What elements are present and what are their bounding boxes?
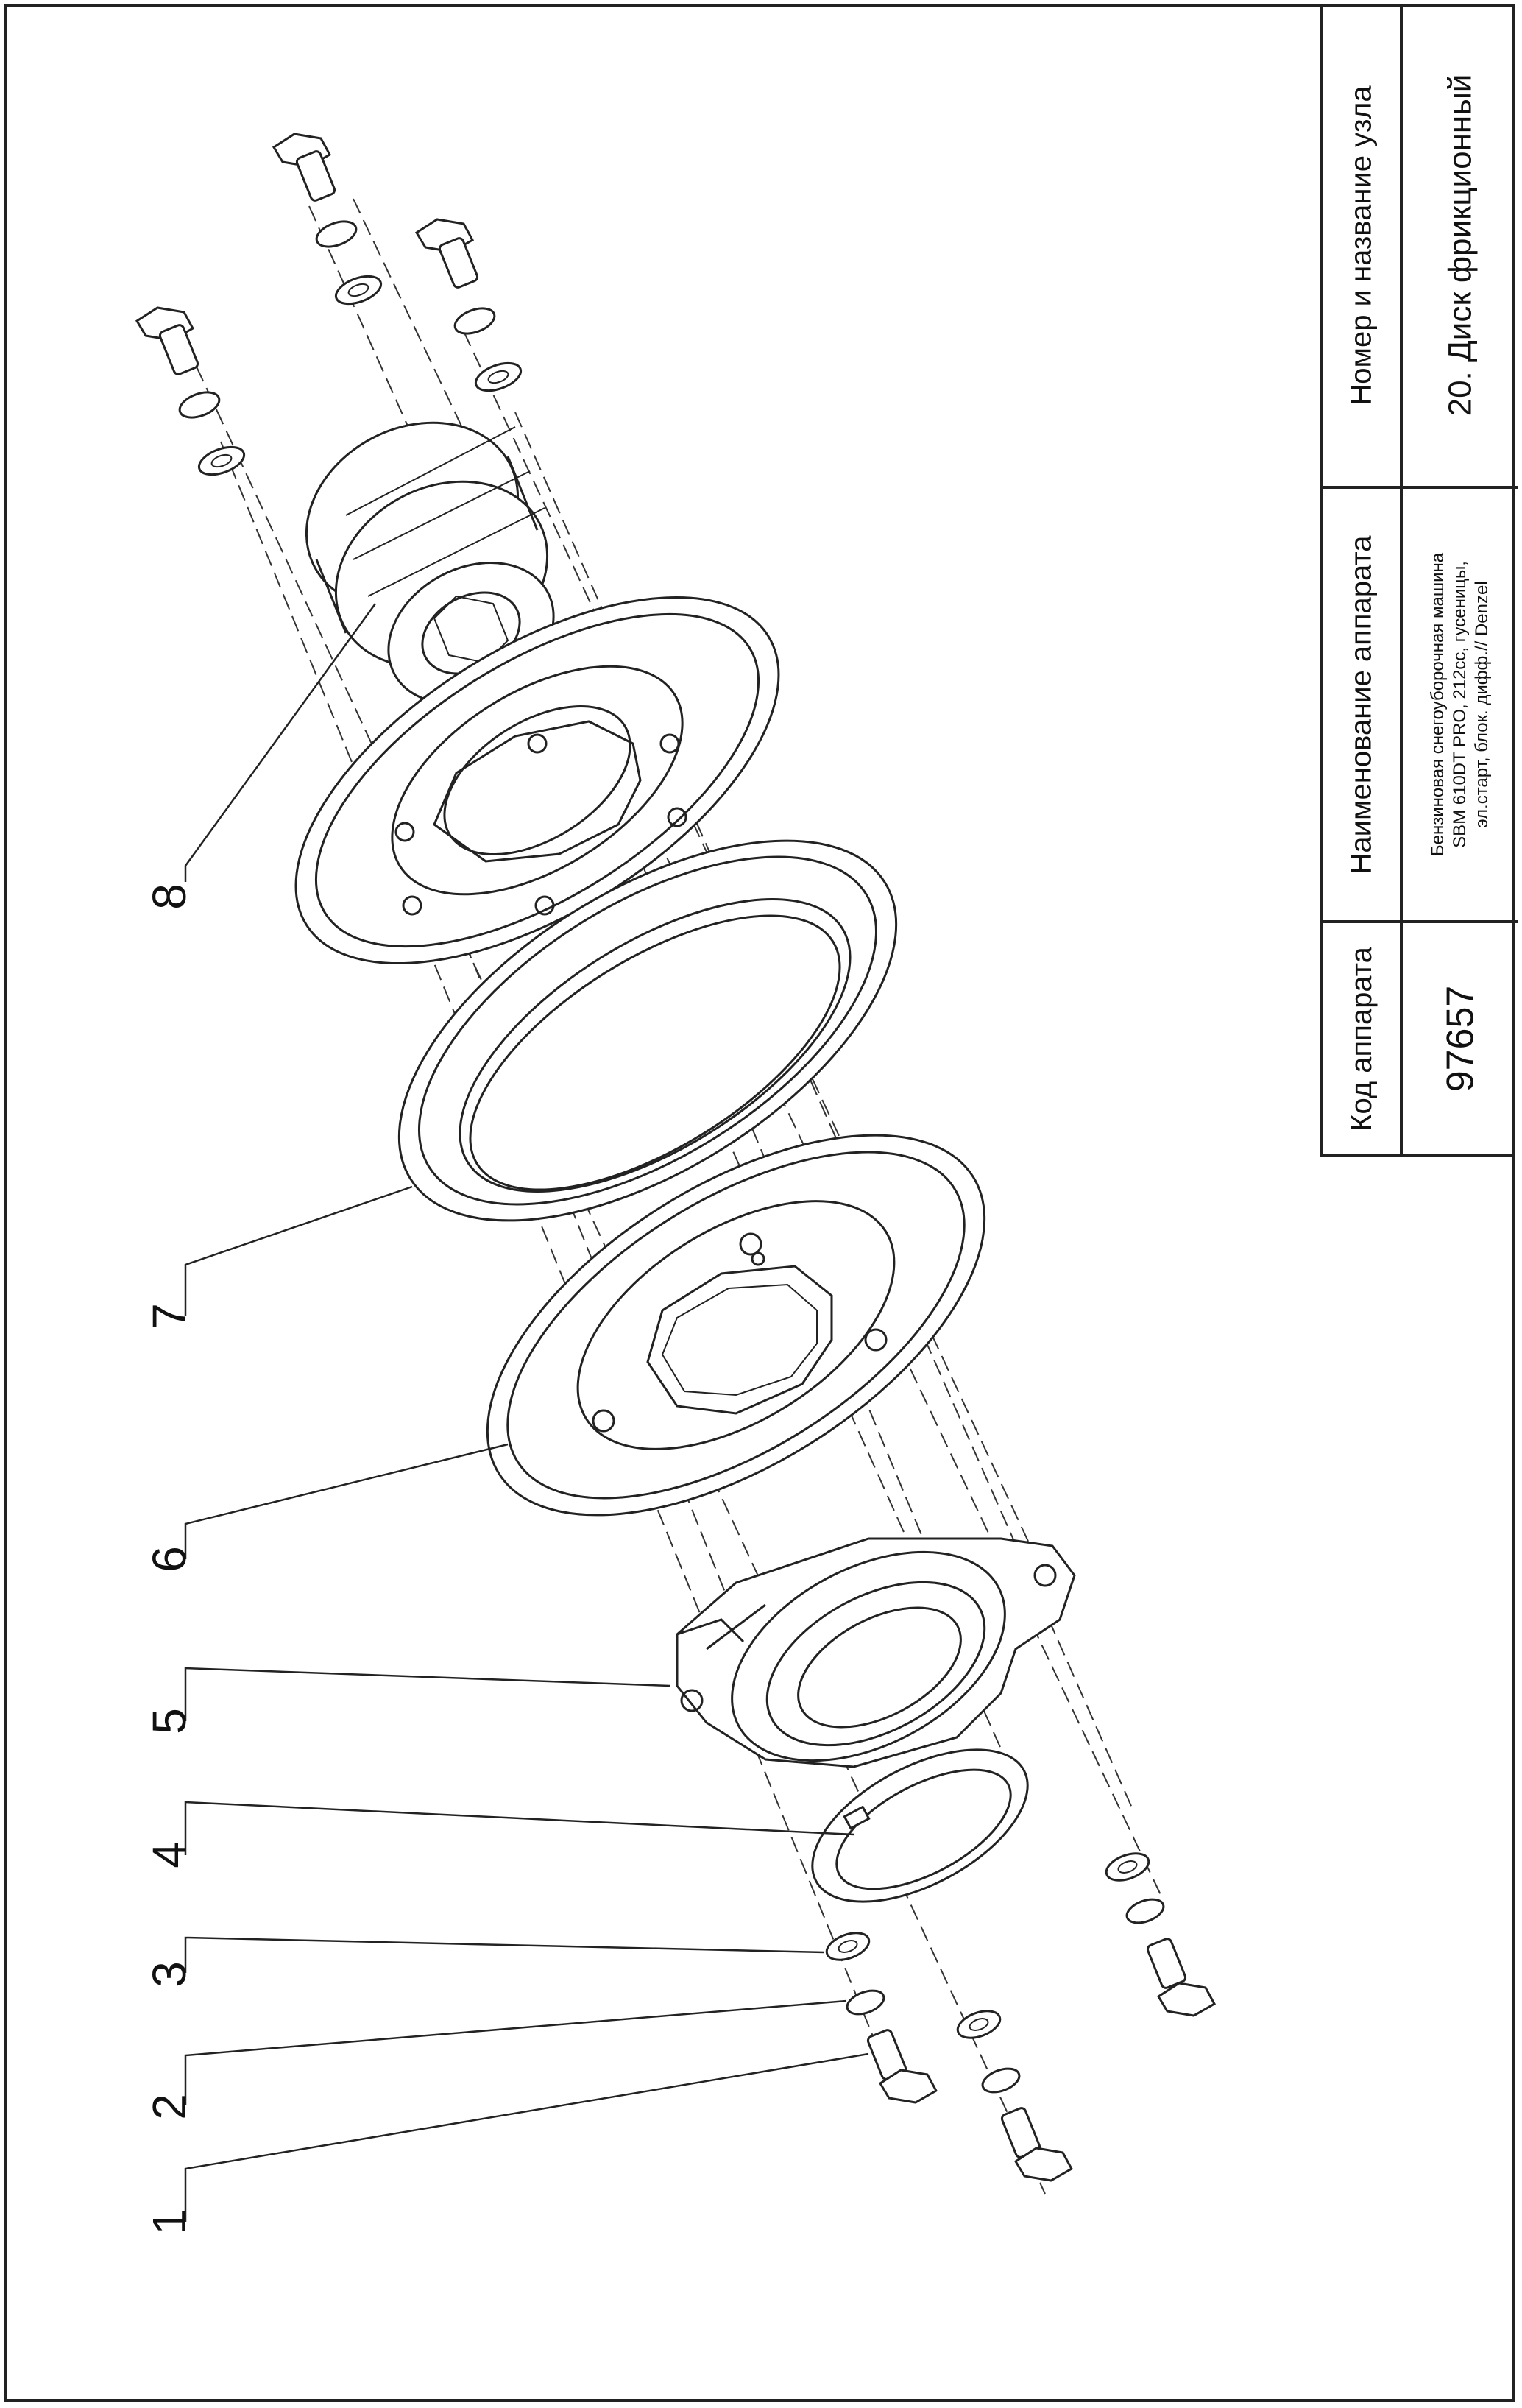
part-4-circlip (811, 1748, 1029, 1903)
callout-3: 3 (143, 1961, 196, 1988)
callout-5: 5 (143, 1708, 196, 1734)
top-bolts (135, 133, 523, 476)
callout-8: 8 (143, 883, 196, 910)
name-line-2: SBM 610DT PRO, 212cc, гусеницы, (1450, 561, 1470, 848)
name-value: Бензиновая снегоуборочная машина SBM 610… (1427, 553, 1493, 856)
bolt-top-2 (272, 133, 383, 306)
part-6-friction-disc (486, 1134, 986, 1517)
callout-7: 7 (143, 1303, 196, 1330)
callout-2: 2 (143, 2094, 196, 2120)
name-header: Наименование аппарата (1345, 535, 1378, 874)
bottom-bolts (825, 1852, 1217, 2182)
name-line-1: Бензиновая снегоуборочная машина (1428, 552, 1448, 857)
bolt-top-3 (414, 218, 523, 392)
part-7-friction-ring (397, 839, 898, 1222)
code-value-cell: 97657 (1403, 920, 1518, 1154)
node-value: 20. Диск фрикционный (1442, 74, 1479, 417)
code-header-cell: Код аппарата (1323, 920, 1400, 1154)
code-value: 97657 (1438, 985, 1482, 1092)
callout-6: 6 (143, 1546, 196, 1572)
node-header-cell: Номер и название узла (1323, 4, 1400, 486)
bolt-bottom-1 (825, 1932, 938, 2104)
node-value-cell: 20. Диск фрикционный (1403, 4, 1518, 486)
leader-lines (184, 603, 869, 2222)
name-value-cell: Бензиновая снегоуборочная машина SBM 610… (1403, 486, 1518, 920)
title-block: Номер и название узла 20. Диск фрикционн… (1320, 4, 1518, 1157)
part-5-bearing-flange (676, 1537, 1076, 1768)
code-header: Код аппарата (1345, 946, 1378, 1131)
name-line-3: эл.старт, блок. дифф.// Denzel (1472, 581, 1493, 828)
name-header-cell: Наименование аппарата (1323, 486, 1400, 920)
bolt-bottom-3 (1105, 1852, 1217, 2017)
callout-4: 4 (143, 1842, 196, 1868)
node-header: Номер и название узла (1345, 85, 1378, 406)
part-8-hub (305, 421, 555, 705)
callout-1: 1 (143, 2208, 196, 2235)
part-8-flange-plate (294, 596, 780, 964)
bolt-top-1 (135, 306, 246, 476)
title-block-column-divider (1400, 4, 1403, 1154)
drawing-frame (4, 4, 1515, 2402)
bolt-bottom-2 (956, 2010, 1074, 2182)
